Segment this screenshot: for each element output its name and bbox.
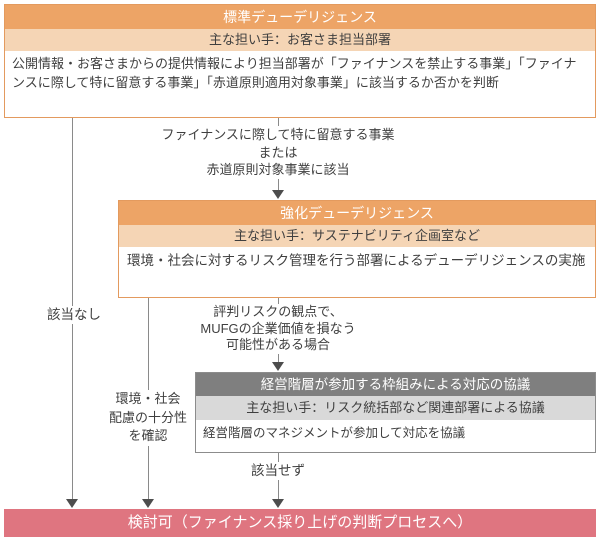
result-bar: 検討可（ファイナンス採り上げの判断プロセスへ） [4, 509, 596, 537]
enhanced-dd-body: 環境・社会に対するリスク管理を行う部署によるデューデリジェンスの実施 [127, 253, 586, 268]
management-discussion-body: 経営階層のマネジメントが参加して対応を協議 [203, 426, 466, 440]
management-discussion-owner: 主な担い手：リスク統括部など関連部署による協議 [196, 396, 595, 420]
standard-dd-owner: 主な担い手：お客さま担当部署 [5, 29, 595, 51]
connector-label-to-enhanced: ファイナンスに際して特に留意する事業 または 赤道原則対象事業に該当 [123, 126, 433, 179]
connector-label-env-social-check: 環境・社会 配慮の十分性 を確認 [102, 390, 194, 446]
arrow-down-icon [142, 499, 154, 508]
connector-label-no-match: 該当なし [38, 306, 110, 324]
enhanced-dd-title: 強化デューデリジェンス [119, 201, 595, 225]
management-discussion-title: 経営階層が参加する枠組みによる対応の協議 [196, 373, 595, 396]
arrow-down-icon [66, 499, 78, 508]
enhanced-dd-owner: 主な担い手：サステナビリティ企画室など [119, 225, 595, 247]
arrow-down-icon [272, 499, 284, 508]
enhanced-dd-box: 強化デューデリジェンス 主な担い手：サステナビリティ企画室など 環境・社会に対す… [118, 200, 596, 298]
management-discussion-box: 経営階層が参加する枠組みによる対応の協議 主な担い手：リスク統括部など関連部署に… [195, 372, 596, 453]
standard-dd-title: 標準デューデリジェンス [5, 5, 595, 29]
standard-dd-box: 標準デューデリジェンス 主な担い手：お客さま担当部署 公開情報・お客さまからの提… [4, 4, 596, 118]
arrow-down-icon [272, 362, 284, 371]
connector-label-reputation-risk: 評判リスクの観点で、 MUFGの企業価値を損なう 可能性がある場合 [163, 304, 393, 354]
arrow-down-icon [272, 190, 284, 199]
standard-dd-body: 公開情報・お客さまからの提供情報により担当部署が「ファイナンスを禁止する事業」「… [12, 56, 577, 90]
connector-label-not-applicable: 該当せず [242, 462, 314, 480]
